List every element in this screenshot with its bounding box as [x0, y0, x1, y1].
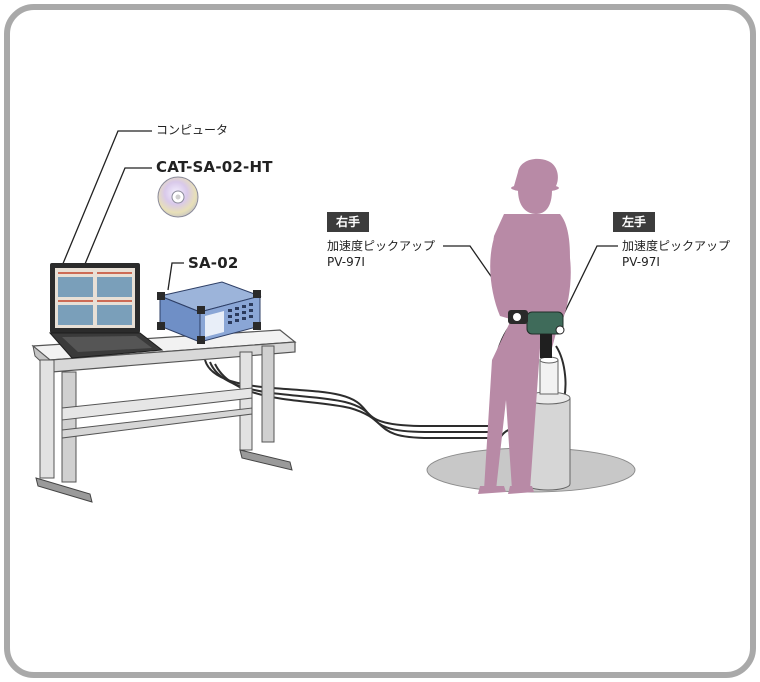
- sa-02-analyzer-unit: [157, 281, 262, 344]
- leader-software: [84, 167, 152, 265]
- right-sensor-name: 加速度ピックアップ: [327, 239, 436, 253]
- leader-unit: [167, 262, 184, 291]
- right-sensor-model: PV-97I: [327, 255, 365, 269]
- leader-lines: [61, 130, 618, 331]
- test-pedestal: [525, 356, 571, 491]
- cd-disc-icon: [157, 176, 199, 218]
- leader-computer: [61, 130, 152, 267]
- hand-tool: [508, 310, 565, 358]
- left-sensor-name: 加速度ピックアップ: [622, 239, 731, 253]
- left-sensor-model: PV-97I: [622, 255, 660, 269]
- software-label: CAT-SA-02-HT: [156, 158, 273, 176]
- left-hand-tag: 左手: [613, 212, 656, 232]
- computer-label: コンピュータ: [156, 123, 229, 137]
- laptop-computer: [48, 263, 164, 359]
- leader-left-sensor: [555, 245, 618, 331]
- worker-figure: [478, 158, 571, 494]
- unit-label: SA-02: [188, 254, 239, 272]
- right-hand-tag: 右手: [327, 212, 370, 232]
- desk: [31, 329, 297, 503]
